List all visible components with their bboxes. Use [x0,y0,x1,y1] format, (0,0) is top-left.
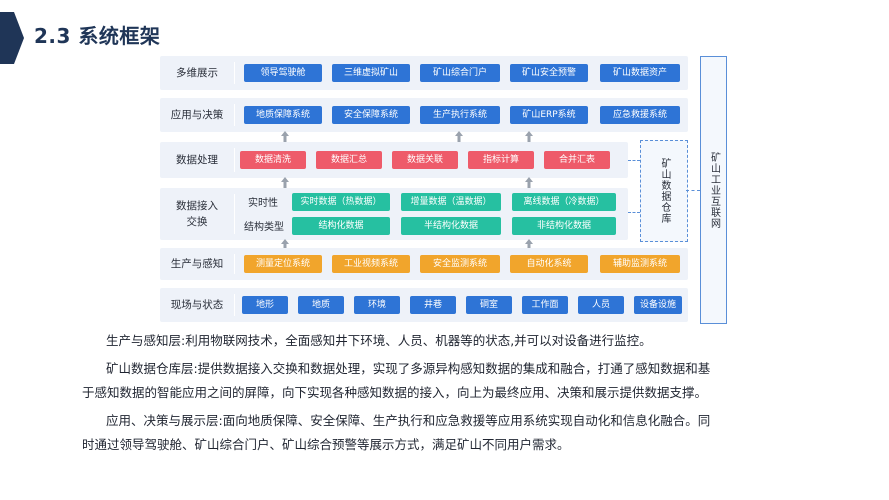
system-framework-diagram: 多维展示 领导驾驶舱 三维虚拟矿山 矿山综合门户 矿山安全预警 矿山数据资产 应… [160,52,728,324]
industrial-internet-label: 矿山工业互联网 [708,151,720,229]
box-item: 结构化数据 [292,217,390,235]
box-item: 环境 [354,296,400,314]
industrial-internet-box: 矿山工业互联网 [700,56,727,324]
box-item: 自动化系统 [510,255,588,273]
data-warehouse-box: 矿山数据仓库 [640,140,688,242]
box-item: 合并汇表 [544,151,610,169]
row-sensing: 生产与感知 测量定位系统 工业视频系统 安全监测系统 自动化系统 辅助监测系统 [160,248,688,280]
box-item: 地质 [298,296,344,314]
box-item: 设备设施 [634,296,682,314]
box-item: 半结构化数据 [401,217,501,235]
arrow-up-icon [455,131,463,143]
box-item: 离线数据（冷数据） [512,193,616,211]
arrow-up-icon [525,239,533,251]
connector-line [628,212,640,213]
row-label-text: 数据接入交换 [176,200,218,228]
box-item: 工业视频系统 [332,255,410,273]
box-item: 增量数据（温数据） [401,193,501,211]
box-item: 工作面 [522,296,568,314]
paragraph-line: 时通过领导驾驶舱、矿山综合门户、矿山综合预警等展示方式，满足矿山不同用户需求。 [82,437,570,452]
row-label: 应用与决策 [170,108,224,121]
row-decision: 应用与决策 地质保障系统 安全保障系统 生产执行系统 矿山ERP系统 应急救援系… [160,98,688,132]
paragraph-line: 矿山数据仓库层:提供数据接入交换和数据处理，实现了多源异构感知数据的集成和融合，… [106,361,711,376]
box-item: 地形 [242,296,288,314]
row-display: 多维展示 领导驾驶舱 三维虚拟矿山 矿山综合门户 矿山安全预警 矿山数据资产 [160,56,688,90]
row-label: 数据接入交换 [160,188,234,240]
divider [234,148,235,172]
row-label: 现场与状态 [170,298,224,311]
row-label: 多维展示 [176,66,218,79]
struct-type-label: 结构类型 [244,222,284,233]
divider [234,254,235,274]
row-processing: 数据处理 数据清洗 数据汇总 数据关联 指标计算 合并汇表 [160,142,628,178]
box-item: 实时数据（热数据） [292,193,390,211]
box-item: 非结构化数据 [512,217,616,235]
box-item: 硐室 [466,296,512,314]
arrow-up-icon [525,177,533,189]
box-item: 指标计算 [468,151,534,169]
box-item: 三维虚拟矿山 [332,64,410,82]
box-item: 生产执行系统 [420,106,500,124]
box-item: 矿山数据资产 [600,64,680,82]
box-item: 安全保障系统 [332,106,410,124]
row-label: 数据处理 [176,153,218,166]
divider [234,194,235,234]
paragraph-line: 生产与感知层:利用物联网技术，全面感知井下环境、人员、机器等的状态,并可以对设备… [106,333,652,348]
chevron-right-icon [0,12,24,64]
box-item: 矿山安全预警 [510,64,588,82]
box-item: 人员 [578,296,624,314]
box-item: 应急救援系统 [600,106,680,124]
data-warehouse-label: 矿山数据仓库 [659,158,670,224]
arrow-up-icon [281,131,289,143]
row-exchange: 数据接入交换 实时性 结构类型 实时数据（热数据） 增量数据（温数据） 离线数据… [160,188,628,240]
divider [234,62,235,84]
divider [234,294,235,316]
row-label: 生产与感知 [170,257,224,270]
paragraph-line: 应用、决策与展示层:面向地质保障、安全保障、生产执行和应急救援等应用系统实现自动… [106,413,711,428]
box-item: 测量定位系统 [244,255,322,273]
box-item: 领导驾驶舱 [244,64,322,82]
divider [234,104,235,126]
arrow-up-icon [525,131,533,143]
arrow-up-icon [281,177,289,189]
realtime-label: 实时性 [248,198,278,209]
box-item: 井巷 [410,296,456,314]
connector-line [628,160,640,161]
paragraph-line: 于感知数据的智能应用之间的屏障，向下实现各种感知数据的接入，向上为最终应用、决策… [82,385,708,400]
box-item: 辅助监测系统 [600,255,680,273]
box-item: 数据关联 [392,151,458,169]
box-item: 数据清洗 [240,151,306,169]
box-item: 地质保障系统 [244,106,322,124]
arrow-up-icon [281,239,289,251]
box-item: 数据汇总 [316,151,382,169]
row-field: 现场与状态 地形 地质 环境 井巷 硐室 工作面 人员 设备设施 [160,288,688,322]
connector-line [686,190,700,191]
page-title: 2.3 系统框架 [34,24,161,48]
box-item: 矿山综合门户 [420,64,500,82]
box-item: 矿山ERP系统 [510,106,588,124]
box-item: 安全监测系统 [420,255,500,273]
